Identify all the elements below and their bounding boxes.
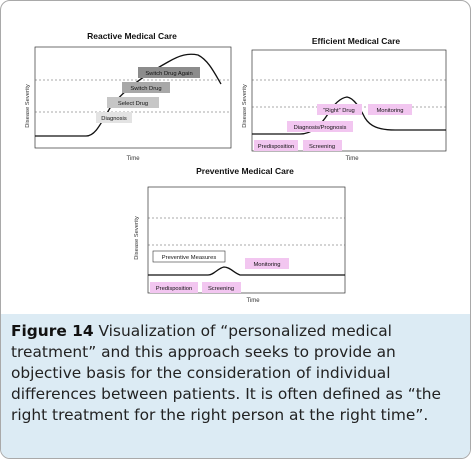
efficient-screening-label: Screening (309, 144, 335, 150)
reactive-x-axis-label: Time (126, 156, 140, 162)
reactive-switch-drug-label: Switch Drug (130, 86, 161, 92)
caption-text: Visualization of “personalized medical t… (11, 322, 441, 424)
reactive-select-drug-box (107, 97, 159, 108)
reactive-diagnosis-box (96, 112, 132, 123)
efficient-title: Efficient Medical Care (312, 36, 401, 46)
reactive-y-axis-label: Disease Severity (25, 84, 31, 128)
efficient-right-drug-box (317, 104, 362, 115)
preventive-x-axis-label: Time (246, 298, 260, 304)
preventive-title: Preventive Medical Care (196, 166, 294, 176)
preventive-monitoring-box (245, 258, 289, 269)
efficient-monitoring-label: Monitoring (376, 108, 403, 114)
efficient-x-axis-label: Time (345, 156, 359, 162)
efficient-right-drug-label: “Right” Drug (323, 108, 355, 114)
preventive-severity-curve (148, 266, 345, 276)
preventive-care-panel: Preventive Medical Care Disease Severity… (134, 166, 346, 304)
reactive-switch-drug-box (122, 82, 170, 93)
figure-caption: Figure 14 Visualization of “personalized… (11, 321, 466, 426)
reactive-switch-drug-again-box (138, 67, 200, 78)
preventive-y-axis-label: Disease Severity (134, 216, 140, 260)
preventive-predisposition-label: Predisposition (156, 286, 192, 292)
efficient-predisposition-box (254, 140, 298, 151)
reactive-diagnosis-label: Diagnosis (101, 116, 127, 122)
preventive-measures-box (152, 250, 226, 263)
efficient-plot-area (251, 49, 447, 152)
preventive-screening-box (202, 282, 241, 293)
caption-background (1, 314, 470, 458)
reactive-switch-drug-again-label: Switch Drug Again (145, 71, 192, 77)
efficient-diagnosis-prognosis-box (287, 121, 353, 132)
care-models-diagram: Reactive Medical Care Disease Severity T… (25, 31, 447, 304)
preventive-monitoring-label: Monitoring (253, 262, 280, 268)
preventive-predisposition-box (150, 282, 198, 293)
reactive-title: Reactive Medical Care (87, 31, 177, 41)
reactive-severity-curve (35, 53, 222, 137)
efficient-monitoring-box (368, 104, 412, 115)
efficient-diagnosis-prognosis-label: Diagnosis/Prognosis (294, 125, 347, 131)
preventive-plot-area (147, 186, 346, 294)
efficient-y-axis-label: Disease Severity (242, 84, 248, 128)
reactive-care-panel: Reactive Medical Care Disease Severity T… (25, 31, 232, 162)
preventive-measures-label: Preventive Measures (162, 255, 217, 261)
reactive-select-drug-label: Select Drug (118, 101, 148, 107)
efficient-predisposition-label: Predisposition (258, 144, 294, 150)
efficient-screening-box (303, 140, 342, 151)
preventive-screening-label: Screening (208, 286, 234, 292)
figure-label: Figure 14 (11, 322, 94, 340)
efficient-care-panel: Efficient Medical Care Disease Severity … (242, 36, 447, 162)
